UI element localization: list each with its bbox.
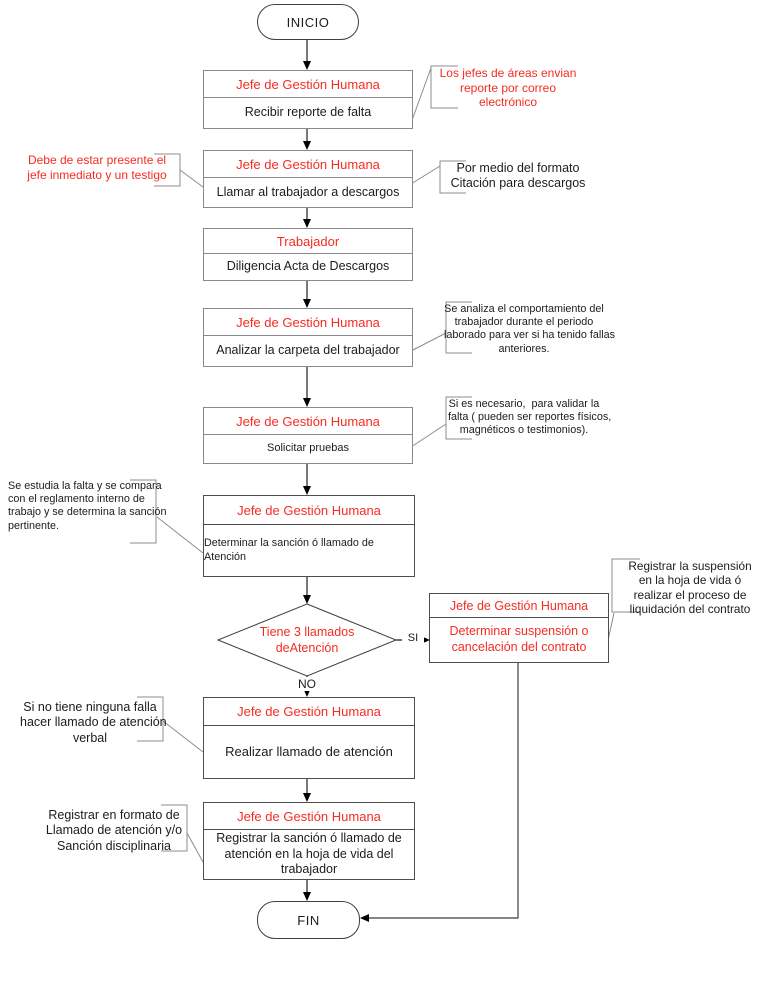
decision-label: Tiene 3 llamados deAtención xyxy=(259,625,355,656)
note-brackets xyxy=(130,65,640,852)
process-box-diligencia-acta: Trabajador Diligencia Acta de Descargos xyxy=(203,228,413,281)
end-label: FIN xyxy=(297,912,320,928)
role-label: Jefe de Gestión Humana xyxy=(204,71,412,98)
role-label: Jefe de Gestión Humana xyxy=(204,698,414,726)
action-label: Diligencia Acta de Descargos xyxy=(226,259,390,274)
branch-label-no: NO xyxy=(294,677,320,691)
role-label: Jefe de Gestión Humana xyxy=(204,803,414,830)
process-box-analizar-carpeta: Jefe de Gestión Humana Analizar la carpe… xyxy=(203,308,413,367)
role-label: Jefe de Gestión Humana xyxy=(204,309,412,336)
process-box-llamar-descargos: Jefe de Gestión Humana Llamar al trabaja… xyxy=(203,150,413,208)
role-label: Trabajador xyxy=(204,229,412,254)
role-label: Jefe de Gestión Humana xyxy=(430,594,608,618)
process-box-recibir-reporte: Jefe de Gestión Humana Recibir reporte d… xyxy=(203,70,413,129)
action-label: Recibir reporte de falta xyxy=(244,105,372,120)
start-terminal: INICIO xyxy=(257,4,359,40)
action-label: Llamar al trabajador a descargos xyxy=(216,184,400,199)
process-box-realizar-llamado: Jefe de Gestión Humana Realizar llamado … xyxy=(203,697,415,779)
process-box-determinar-sancion: Jefe de Gestión Humana Determinar la san… xyxy=(203,495,415,577)
role-label: Jefe de Gestión Humana xyxy=(204,496,414,525)
action-label: Realizar llamado de atención xyxy=(225,743,393,759)
action-label: Solicitar pruebas xyxy=(267,442,349,455)
process-box-registrar-sancion: Jefe de Gestión Humana Registrar la sanc… xyxy=(203,802,415,880)
process-box-solicitar-pruebas: Jefe de Gestión Humana Solicitar pruebas xyxy=(203,407,413,464)
branch-label-yes: SI xyxy=(402,632,424,644)
note-leaders xyxy=(156,67,615,863)
process-box-determinar-suspension: Jefe de Gestión Humana Determinar suspen… xyxy=(429,593,609,663)
role-label: Jefe de Gestión Humana xyxy=(204,151,412,178)
action-label: Analizar la carpeta del trabajador xyxy=(216,343,400,358)
start-label: INICIO xyxy=(286,14,330,30)
role-label: Jefe de Gestión Humana xyxy=(204,408,412,435)
action-label: Determinar la sanción ó llamado de Atenc… xyxy=(204,537,374,563)
end-terminal: FIN xyxy=(257,901,360,939)
